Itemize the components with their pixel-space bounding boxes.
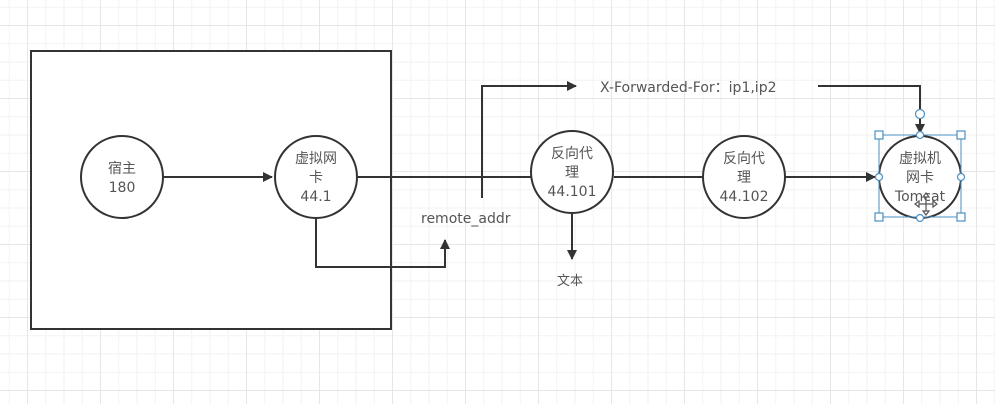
connection-point-top[interactable] [915,130,925,140]
resize-handle-se[interactable] [956,212,966,222]
node-proxy2-line-3: 44.102 [720,189,769,205]
node-vm-line-2: 网卡 [906,170,934,186]
connection-point-left[interactable] [874,172,884,182]
resize-handle-nw[interactable] [874,130,884,140]
node-host-line-2: 180 [109,180,136,196]
node-vnic-line-1: 虚拟网 [295,151,337,167]
edge-endpoint-handle[interactable] [914,108,926,120]
node-proxy1-line-2: 理 [565,165,579,181]
xff-label[interactable]: X-Forwarded-For：ip1,ip2 [600,80,777,96]
connection-point-bottom[interactable] [915,213,925,223]
node-vm-tomcat[interactable]: 虚拟机 网卡 Tomcat [878,135,962,219]
node-proxy1[interactable]: 反向代 理 44.101 [530,130,614,214]
node-proxy2-line-1: 反向代 [723,151,765,167]
node-proxy1-line-3: 44.101 [548,184,597,200]
node-vm-line-3: Tomcat [894,189,946,205]
edge-xff-to-vm[interactable] [818,85,925,134]
connection-point-right[interactable] [956,172,966,182]
node-vm-line-1: 虚拟机 [899,151,941,167]
edge-vnic-to-remote-addr[interactable] [315,218,450,268]
node-proxy2[interactable]: 反向代 理 44.102 [702,135,786,219]
node-proxy1-line-1: 反向代 [551,146,593,162]
edge-to-xff[interactable] [481,81,577,198]
node-host[interactable]: 宿主 180 [80,135,164,219]
move-cursor-icon [914,192,938,216]
node-vnic[interactable]: 虚拟网 卡 44.1 [274,135,358,219]
text-label[interactable]: 文本 [557,274,583,289]
resize-handle-ne[interactable] [956,130,966,140]
node-vnic-line-3: 44.1 [300,189,331,205]
node-proxy2-line-2: 理 [737,170,751,186]
resize-handle-sw[interactable] [874,212,884,222]
remote-addr-label[interactable]: remote_addr [421,211,511,227]
node-vnic-line-2: 卡 [309,170,323,186]
node-host-line-1: 宿主 [108,160,136,177]
